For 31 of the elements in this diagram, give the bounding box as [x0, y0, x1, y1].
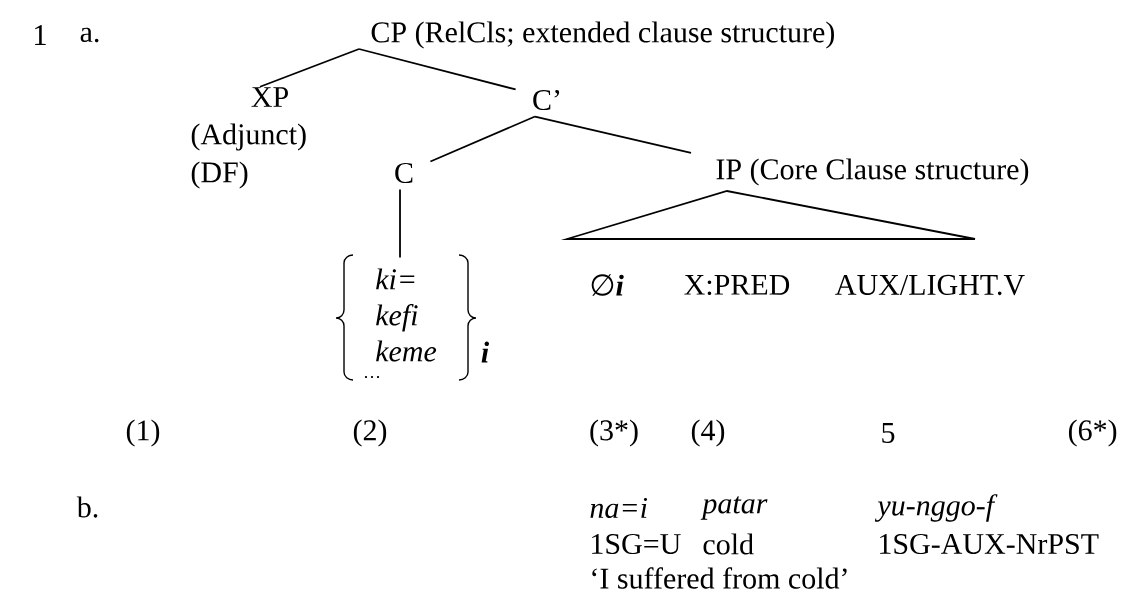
tree-node-label: CP (RelCls; extended clause structure): [371, 21, 834, 49]
example-word: patar: [700, 496, 768, 520]
position-number: (3*): [590, 419, 638, 447]
gloss-text: 1SG-AUX-NrPST: [880, 533, 1099, 555]
tree-branch: [429, 115, 536, 163]
example-number: 1: [35, 25, 46, 45]
ellipsis: …: [364, 375, 380, 379]
gloss-text: 1SG=U: [592, 533, 681, 555]
gloss-text: cold: [703, 533, 754, 555]
position-number: (2): [353, 419, 387, 447]
example-word: na=i: [590, 497, 648, 519]
tree-node-label: XP (Adjunct) (DF): [191, 87, 306, 189]
tree-node-label: C’: [533, 89, 560, 111]
tree-branch: [399, 188, 401, 259]
translation-text: ‘I suffered from cold’: [592, 567, 847, 589]
tree-node-label: C: [395, 162, 413, 184]
index-subscript: i: [481, 341, 490, 363]
gloss-text: AUX/LIGHT.V: [835, 274, 1025, 296]
tree-branch: [259, 48, 360, 88]
gloss-text: ∅i: [591, 274, 624, 296]
tree-node-label: IP (Core Clause structure): [716, 158, 1029, 186]
tree-branch: [358, 48, 517, 91]
example-letter: a.: [80, 27, 99, 43]
position-number: (6*): [1068, 419, 1117, 447]
position-number: (4): [691, 419, 725, 447]
tree-branch: [534, 115, 692, 154]
example-word: yu-nggo-f: [874, 494, 998, 522]
position-number: 5: [882, 423, 895, 443]
position-number: (1): [126, 419, 160, 447]
example-letter: b.: [76, 496, 98, 518]
gloss-text: X:PRED: [684, 274, 790, 296]
